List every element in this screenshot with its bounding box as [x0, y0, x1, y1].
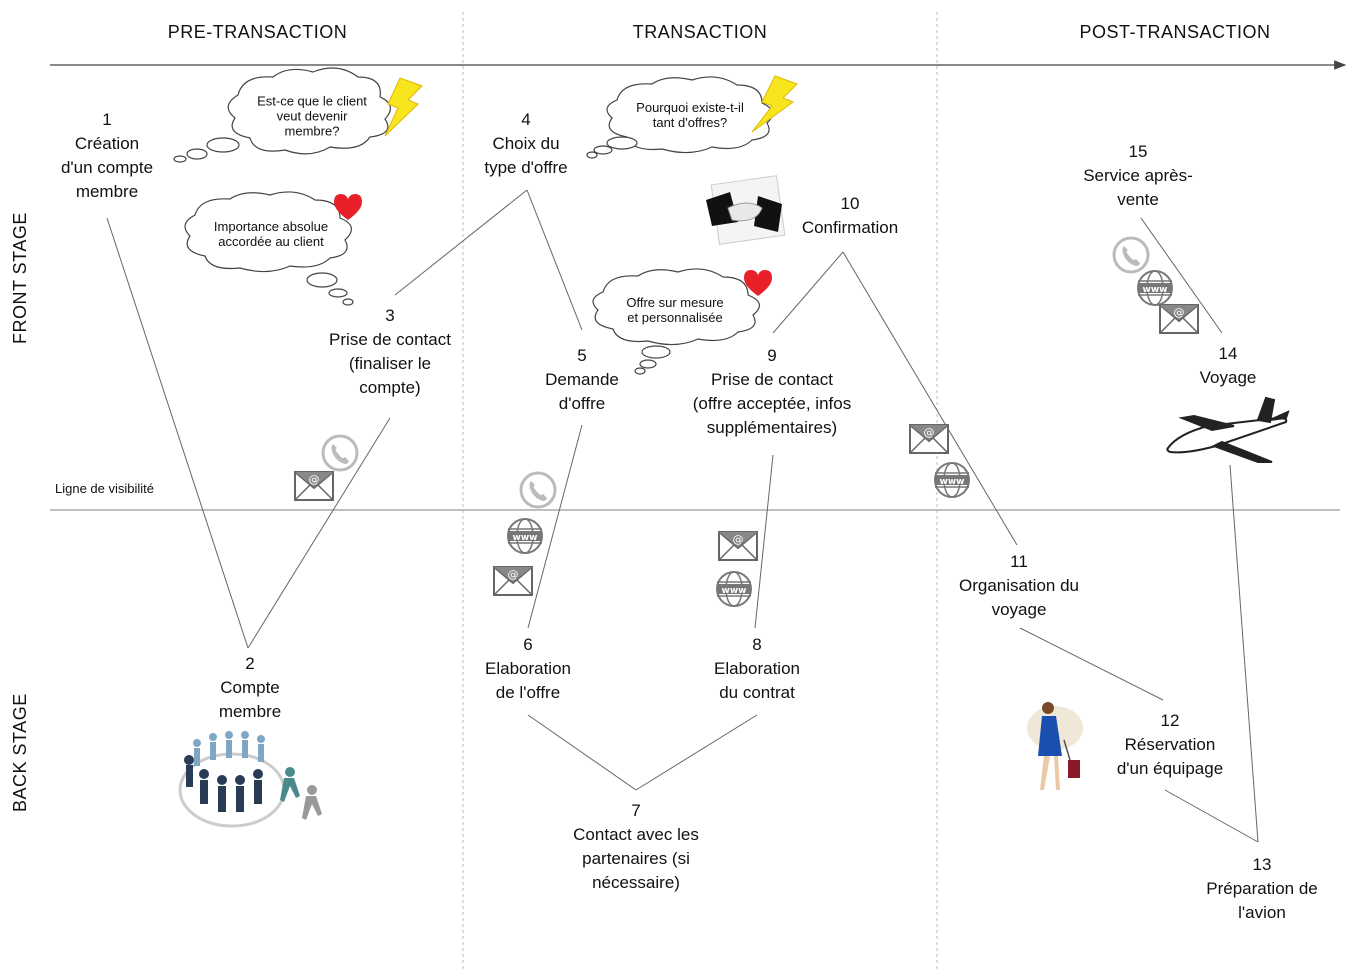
people-circle-icon [178, 731, 322, 828]
phone-icon [519, 471, 557, 509]
email-icon [493, 566, 533, 596]
visibility-line-label: Ligne de visibilité [55, 481, 155, 496]
phone-icon [321, 434, 359, 472]
thought-bubble [173, 67, 391, 163]
lane-label-front: FRONT STAGE [10, 212, 30, 344]
thought-bubble [586, 76, 773, 159]
heart-icon [744, 270, 772, 296]
handshake-icon [706, 175, 786, 245]
email-icon [718, 531, 758, 561]
www-icon [934, 462, 970, 498]
email-icon [294, 471, 334, 501]
lightning-icon [751, 75, 798, 133]
phase-header-pre: PRE-TRANSACTION [167, 22, 348, 42]
flight-attendant-icon [1027, 702, 1083, 790]
www-icon [716, 571, 752, 607]
phone-icon [1112, 236, 1150, 274]
lightning-icon [384, 77, 423, 137]
heart-icon [334, 194, 362, 220]
thought-bubble [592, 268, 760, 375]
phase-header-transaction: TRANSACTION [632, 22, 768, 42]
email-icon [909, 424, 949, 454]
lane-label-back: BACK STAGE [10, 693, 30, 812]
flow-lines [106, 189, 1259, 843]
www-icon [1137, 270, 1173, 306]
airplane-icon [1166, 396, 1290, 463]
www-icon [507, 518, 543, 554]
email-icon [1159, 304, 1199, 334]
phase-header-post: POST-TRANSACTION [1079, 22, 1271, 42]
thought-bubble [184, 191, 354, 306]
